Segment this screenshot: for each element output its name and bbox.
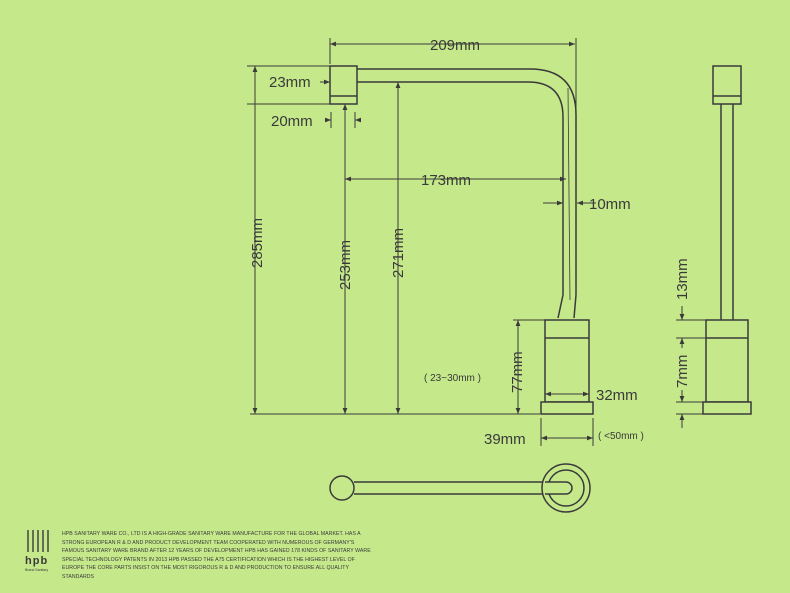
side-base [702,401,752,415]
dim-10-label: 10mm [589,196,631,213]
dim-77-label: 77mm [509,351,526,393]
company-description: HPB SANITARY WARE CO., LTD IS A HIGH-GRA… [62,531,371,580]
dim-285-label: 285mm [249,218,266,268]
dim-13-label: 13mm [674,258,691,300]
side-spout-head [712,65,742,105]
range-note: ( 23~30mm ) [424,373,481,384]
dimension-lines [247,38,596,446]
max-note: ( <50mm ) [598,431,644,442]
dim-39-label: 39mm [484,431,526,448]
faucet-base [540,401,594,415]
dim-271-label: 271mm [390,228,407,278]
horizontal-arm [357,68,577,295]
dim-23-label: 23mm [269,74,311,91]
hpb-logo [27,530,49,552]
dim-253-label: 253mm [337,240,354,290]
top-spout-circle [329,475,355,501]
side-view-faucet [702,65,752,415]
dim-173-label: 173mm [421,172,471,189]
side-body [705,319,749,403]
faucet-body [544,319,590,403]
dim-209-label: 209mm [430,37,480,54]
top-view-faucet [329,463,591,513]
front-view-faucet [329,65,594,415]
logo-wordmark: hpb [25,555,49,567]
logo-tagline: Brand Sanitary [25,568,49,572]
spout-head [329,65,358,105]
dim-32-label: 32mm [596,387,638,404]
dim-7-label: 7mm [674,355,691,388]
dim-20-label: 20mm [271,113,313,130]
